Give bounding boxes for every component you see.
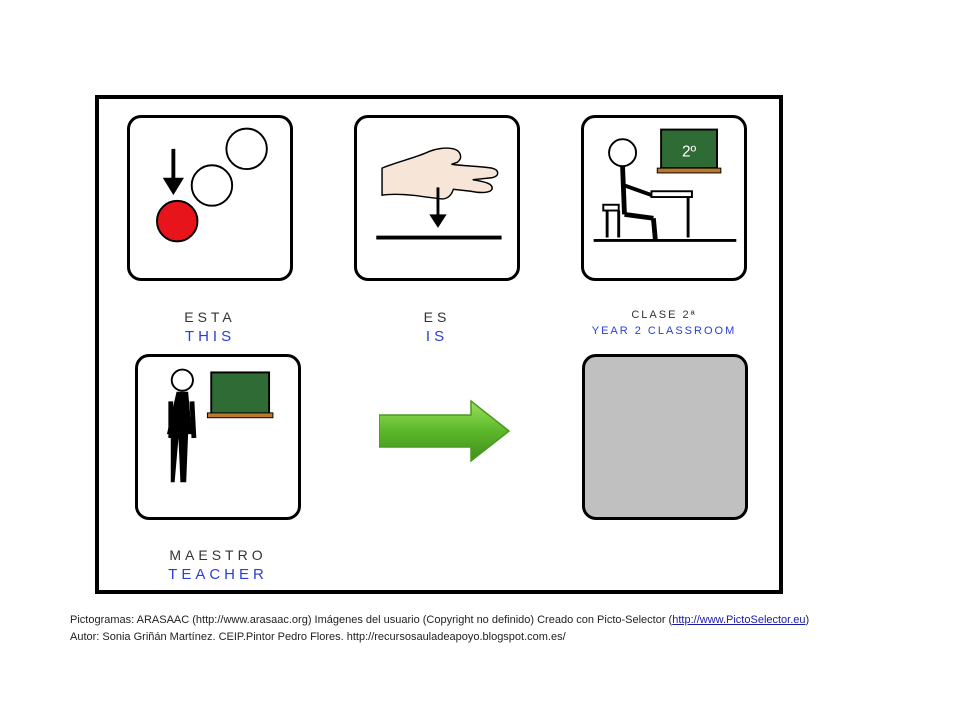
- label-esta: ESTA THIS: [184, 309, 236, 345]
- label-clase: CLASE 2ª YEAR 2 CLASSROOM: [591, 309, 737, 337]
- hand-pointing-down-icon: [376, 147, 502, 240]
- pointing-balls-icon: [156, 127, 268, 243]
- credits-line-1: Pictogramas: ARASAAC (http://www.arasaac…: [70, 614, 810, 626]
- pictogram-card-clase[interactable]: 2º: [581, 115, 747, 281]
- right-arrow-icon: [379, 399, 511, 463]
- classroom-grade-text: 2º: [682, 144, 697, 161]
- pictogram-card-maestro[interactable]: [135, 354, 301, 520]
- answer-slot-card[interactable]: [582, 354, 748, 520]
- pictogram-board: ESTA THIS ES IS 2º: [95, 95, 783, 594]
- label-es: ES IS: [423, 309, 451, 345]
- pictoselector-link[interactable]: http://www.PictoSelector.eu: [672, 614, 806, 626]
- pictogram-card-es[interactable]: [354, 115, 520, 281]
- label-maestro: MAESTRO TEACHER: [168, 547, 268, 583]
- teacher-at-chalkboard-icon: [166, 368, 274, 483]
- pictogram-card-esta[interactable]: [127, 115, 293, 281]
- student-at-desk-icon: 2º: [593, 128, 737, 242]
- credits-footer: Pictogramas: ARASAAC (http://www.arasaac…: [70, 612, 809, 646]
- credits-line-2: Autor: Sonia Griñán Martínez. CEIP.Pinto…: [70, 631, 566, 643]
